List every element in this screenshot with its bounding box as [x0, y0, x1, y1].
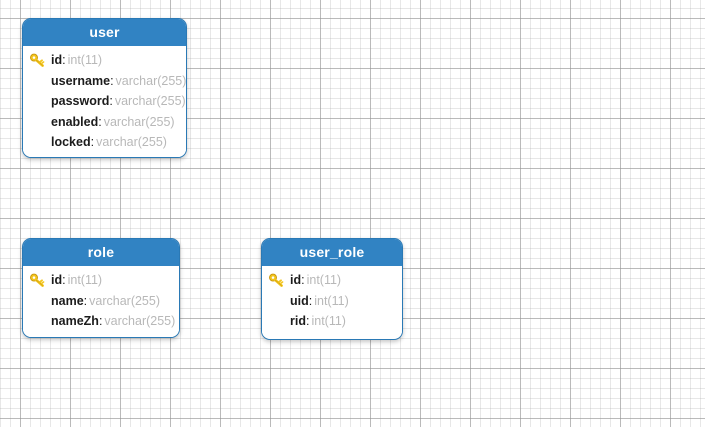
- field-separator: :: [109, 94, 113, 108]
- field-row[interactable]: enabled:varchar(255): [23, 112, 186, 133]
- field-type: int(11): [311, 314, 346, 328]
- field-row[interactable]: name:varchar(255): [23, 291, 179, 312]
- field-type: varchar(255): [89, 293, 161, 308]
- field-separator: :: [83, 293, 88, 308]
- field-separator: :: [110, 73, 114, 88]
- field-name: id: [51, 53, 63, 67]
- field-separator: :: [301, 273, 305, 287]
- field-row[interactable]: password:varchar(255): [23, 91, 186, 112]
- field-row[interactable]: id:int(11): [23, 50, 186, 71]
- field-type: varchar(255): [114, 94, 186, 108]
- field-type: int(11): [67, 273, 103, 287]
- field-row[interactable]: id:int(11): [23, 270, 179, 291]
- field-name: id: [51, 273, 63, 287]
- field-separator: :: [305, 314, 310, 328]
- field-name: username: [51, 73, 111, 88]
- field-name: locked: [51, 135, 91, 149]
- field-name: rid: [290, 314, 306, 328]
- field-separator: :: [62, 53, 66, 67]
- field-name: uid: [290, 293, 309, 308]
- field-row[interactable]: id:int(11): [262, 270, 402, 291]
- entity-title-role[interactable]: role: [23, 239, 179, 266]
- field-type: varchar(255): [103, 114, 175, 129]
- field-type: int(11): [314, 293, 349, 308]
- field-row[interactable]: username:varchar(255): [23, 71, 186, 92]
- field-type: varchar(255): [115, 73, 187, 88]
- field-row[interactable]: uid:int(11): [262, 291, 402, 312]
- field-row[interactable]: locked:varchar(255): [23, 132, 186, 153]
- entity-fields-user: id:int(11)username:varchar(255)password:…: [23, 46, 186, 157]
- field-row[interactable]: nameZh:varchar(255): [23, 311, 179, 332]
- primary-key-icon: [30, 273, 45, 288]
- entity-fields-role: id:int(11)name:varchar(255)nameZh:varcha…: [23, 266, 179, 337]
- field-separator: :: [98, 314, 103, 328]
- field-type: varchar(255): [104, 314, 176, 328]
- field-name: enabled: [51, 114, 99, 129]
- field-separator: :: [90, 135, 95, 149]
- field-type: int(11): [306, 273, 342, 287]
- field-row[interactable]: rid:int(11): [262, 311, 402, 332]
- field-name: password: [51, 94, 110, 108]
- field-name: id: [290, 273, 302, 287]
- field-separator: :: [62, 273, 66, 287]
- field-separator: :: [98, 114, 102, 129]
- entity-fields-user_role: id:int(11)uid:int(11)rid:int(11): [262, 266, 402, 338]
- field-name: name: [51, 293, 84, 308]
- primary-key-icon: [269, 273, 284, 288]
- field-type: int(11): [67, 53, 103, 67]
- field-type: varchar(255): [96, 135, 167, 149]
- entity-title-user[interactable]: user: [23, 19, 186, 46]
- entity-title-user_role[interactable]: user_role: [262, 239, 402, 266]
- primary-key-icon: [30, 53, 45, 68]
- field-separator: :: [308, 293, 313, 308]
- field-name: nameZh: [51, 314, 99, 328]
